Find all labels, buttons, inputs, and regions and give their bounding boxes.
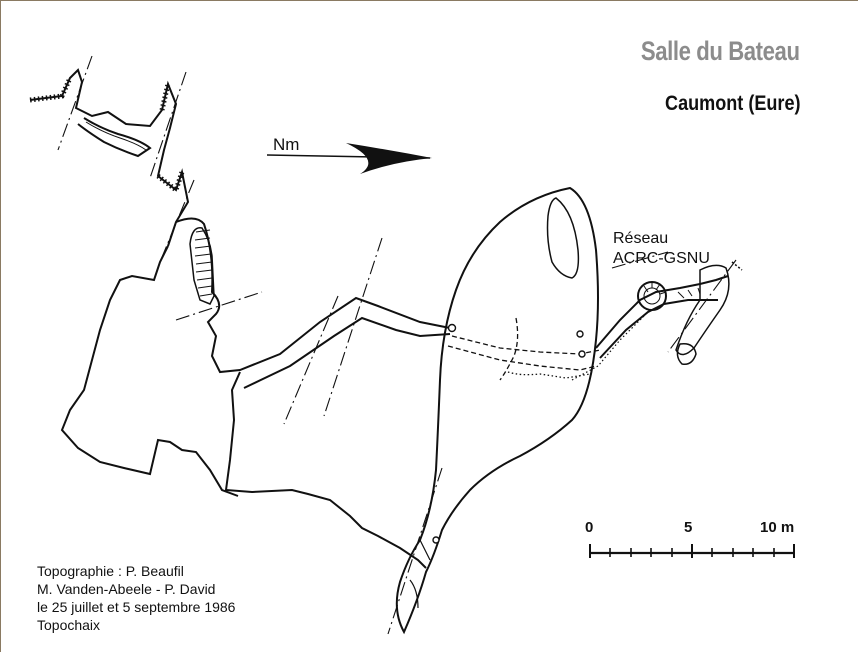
scale-label-5: 5: [684, 519, 693, 536]
survey-stations: [432, 323, 586, 544]
network-hatching: [643, 282, 701, 299]
ground-hatching: [29, 76, 185, 195]
credits-line: Topographie : P. Beaufil: [37, 563, 184, 579]
survey-credits: Topographie : P. Beaufil M. Vanden-Abeel…: [37, 562, 235, 634]
credits-line: M. Vanden-Abeele - P. David: [37, 581, 216, 597]
entrance-outline: [29, 68, 190, 247]
credits-line: Topochaix: [37, 617, 101, 633]
scale-label-0: 0: [585, 519, 594, 536]
network-connection: [571, 261, 743, 381]
network-label-line: ACRC-GSNU: [613, 250, 710, 267]
credits-line: le 25 juillet et 5 septembre 1986: [37, 599, 236, 615]
gallery-outline: [60, 217, 451, 569]
map-location: Caumont (Eure): [664, 92, 800, 115]
dashed-passages: [447, 317, 601, 381]
network-label-line: Réseau: [613, 230, 669, 247]
chamber-outline: [395, 186, 599, 635]
map-title: Salle du Bateau: [641, 36, 800, 66]
scale-bar: [589, 544, 795, 558]
north-arrow-icon: [266, 143, 432, 174]
north-label: Nm: [273, 135, 300, 154]
network-label: Réseau ACRC-GSNU: [613, 229, 710, 269]
scale-label-10: 10 m: [760, 519, 795, 536]
passage-hatching: [194, 229, 213, 297]
